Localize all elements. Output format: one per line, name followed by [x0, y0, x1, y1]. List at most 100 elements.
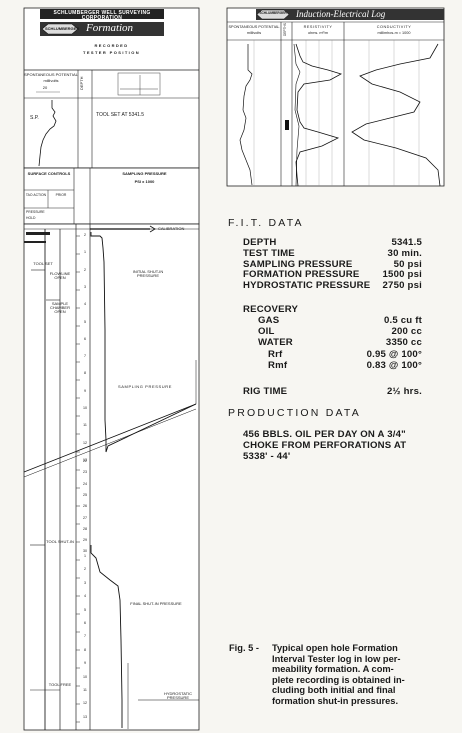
scale-tick-label: 12 — [83, 440, 87, 445]
pressure-trace — [90, 232, 197, 453]
scale-tick-label: 7 — [84, 634, 86, 639]
caption-line: Typical open hole Formation — [272, 643, 398, 653]
scale-tick-label: 1 — [84, 554, 86, 558]
resistivity-curve-2 — [293, 43, 301, 187]
scale-tick-label: 11 — [83, 423, 87, 428]
production-line-2: CHOKE FROM PERFORATIONS AT — [243, 440, 407, 451]
ie-brand-logo: SCHLUMBERGER — [259, 11, 287, 15]
ie-sp-units: millivolts — [246, 31, 262, 35]
pressure-scale-ticks — [76, 235, 80, 723]
resistivity-header: RESISTIVITY — [303, 25, 333, 29]
scale-tick-label: 11 — [83, 688, 87, 692]
recovery-label: RECOVERY — [243, 304, 299, 315]
tool-free-label: TOOL FREE — [48, 682, 72, 687]
right-title-bar — [256, 9, 444, 20]
conductivity-curve — [351, 43, 441, 187]
scale-tick-label: 26 — [83, 504, 87, 509]
sp-curve-label: S.P. — [30, 115, 39, 121]
scale-tick-label: 30 — [83, 549, 87, 554]
sp-units: millivolts — [43, 78, 59, 83]
rig-time-value: 2½ hrs. — [387, 386, 422, 397]
ie-sp-header: SPONTANEOUS POTENTIAL — [228, 25, 280, 29]
recovery-row-label: GAS — [258, 315, 280, 326]
tool-shutin-label: TOOL SHUT-IN — [46, 539, 74, 544]
scale-tick-label: 5 — [84, 607, 86, 612]
scale-tick-label: 2 — [84, 567, 86, 572]
initial-shutin-label: INITIAL SHUT-IN PRESSURE — [132, 269, 164, 279]
scale-tick-label: 10 — [83, 674, 87, 679]
fit-row-label: SAMPLING PRESSURE — [243, 258, 353, 270]
recovery-row-label: Rrf — [268, 348, 283, 360]
banner-bar — [40, 9, 164, 19]
recovery-row-label: WATER — [258, 337, 293, 349]
final-shutin-label: FINAL SHUT-IN PRESSURE — [130, 601, 182, 606]
scale-tick-label: 12 — [83, 701, 87, 706]
fit-row-label: TEST TIME — [243, 247, 295, 259]
product-title: Formation Tester — [86, 22, 134, 46]
company-banner: SCHLUMBERGER WELL SURVEYING CORPORATION — [53, 10, 151, 22]
hold-label: HOLD — [26, 216, 36, 220]
flowline-open-label: FLOWLINE OPEN — [49, 271, 71, 281]
prior-label: PRIOR — [55, 193, 67, 197]
scale-tick-label: 4 — [84, 302, 86, 307]
fit-row-label: DEPTH — [243, 237, 277, 248]
scale-tick-label: 3 — [84, 580, 86, 585]
scale-tick-label: 7 — [84, 354, 86, 359]
rig-time-label: RIG TIME — [243, 386, 288, 397]
scale-tick-label: 2 — [84, 233, 86, 237]
scale-tick-label: 27 — [83, 515, 87, 520]
fit-row-value: 2750 psi — [382, 280, 422, 292]
sample-chamber-open-label: SAMPLE CHAMBER OPEN — [49, 301, 70, 315]
scale-tick-label: 1 — [84, 250, 86, 255]
scale-tick-label: 9 — [84, 388, 86, 393]
caption-line: cluding both initial and final — [272, 685, 396, 695]
conductivity-header: CONDUCTIVITY — [376, 25, 412, 29]
tester-position-label: TESTER POSITION — [82, 50, 140, 55]
tool-set-depth-text: TOOL SET AT 5341.5 — [96, 112, 145, 118]
fit-row-label: FORMATION PRESSURE — [243, 269, 360, 281]
tao-action-label: TAO ACTION — [25, 193, 47, 197]
scale-tick-label: 25 — [83, 492, 87, 497]
resistivity-units: ohms. m²/m — [307, 31, 329, 35]
brand-emblem — [41, 23, 79, 35]
recorded-label: RECORDED — [94, 43, 129, 48]
production-data-heading: PRODUCTION DATA — [228, 407, 361, 419]
scale-tick-label: 9 — [84, 661, 86, 666]
fit-row-value: 30 min. — [387, 247, 422, 259]
scale-tick-label: 29 — [83, 538, 87, 543]
calibration-label: CALIBRATION — [158, 226, 185, 231]
surface-controls-box — [23, 167, 200, 225]
ie-depths-label: DEPTHS — [283, 23, 287, 36]
recovery-row-label: Rmf — [268, 359, 288, 371]
final-shutin-trace — [90, 545, 123, 728]
scale-tick-label: 6 — [84, 621, 86, 625]
brand-logo: SCHLUMBERGER — [45, 26, 80, 31]
scale-tick-label: 3 — [84, 284, 86, 289]
scale-tick-label: 4 — [84, 594, 86, 599]
sampling-pressure-label: SAMPLING PRESSURE — [118, 384, 172, 389]
recovery-row-label: OIL — [258, 326, 275, 338]
psi-units: PSI x 1000 — [134, 179, 155, 184]
recovery-row-value: 200 cc — [391, 326, 422, 338]
recovery-row-value: 0.95 @ 100° — [366, 348, 422, 360]
fit-row-value: 1500 psi — [382, 269, 422, 281]
surface-controls-label: SURFACE CONTROLS — [27, 171, 71, 176]
scale-tick-label: 23 — [83, 470, 87, 475]
sp-curve — [38, 100, 57, 167]
fit-row-label: HYDROSTATIC PRESSURE — [243, 280, 371, 292]
sampling-pressure-header: SAMPLING PRESSURE — [122, 171, 167, 176]
fit-row-value: 5341.5 — [391, 237, 422, 248]
resistivity-curve-1 — [295, 43, 343, 187]
scale-tick-label: 28 — [83, 526, 87, 531]
scale-tick-label: 24 — [83, 481, 87, 486]
sp-header: SPONTANEOUS POTENTIAL — [24, 72, 78, 77]
caption-line: plete recording is obtained in- — [272, 674, 405, 685]
production-line-3: 5338' - 44' — [243, 451, 291, 462]
production-line-1: 456 BBLS. OIL PER DAY ON A 3/4" — [243, 429, 406, 440]
pressure-label: PRESSURE — [26, 210, 45, 214]
tool-set-label: TOOL SET — [33, 261, 53, 266]
figure-label: Fig. 5 - — [229, 643, 259, 653]
hydrostatic-label: HYDROSTATIC PRESSURE — [163, 691, 193, 701]
caption-line: Interval Tester log in low per- — [272, 653, 401, 664]
